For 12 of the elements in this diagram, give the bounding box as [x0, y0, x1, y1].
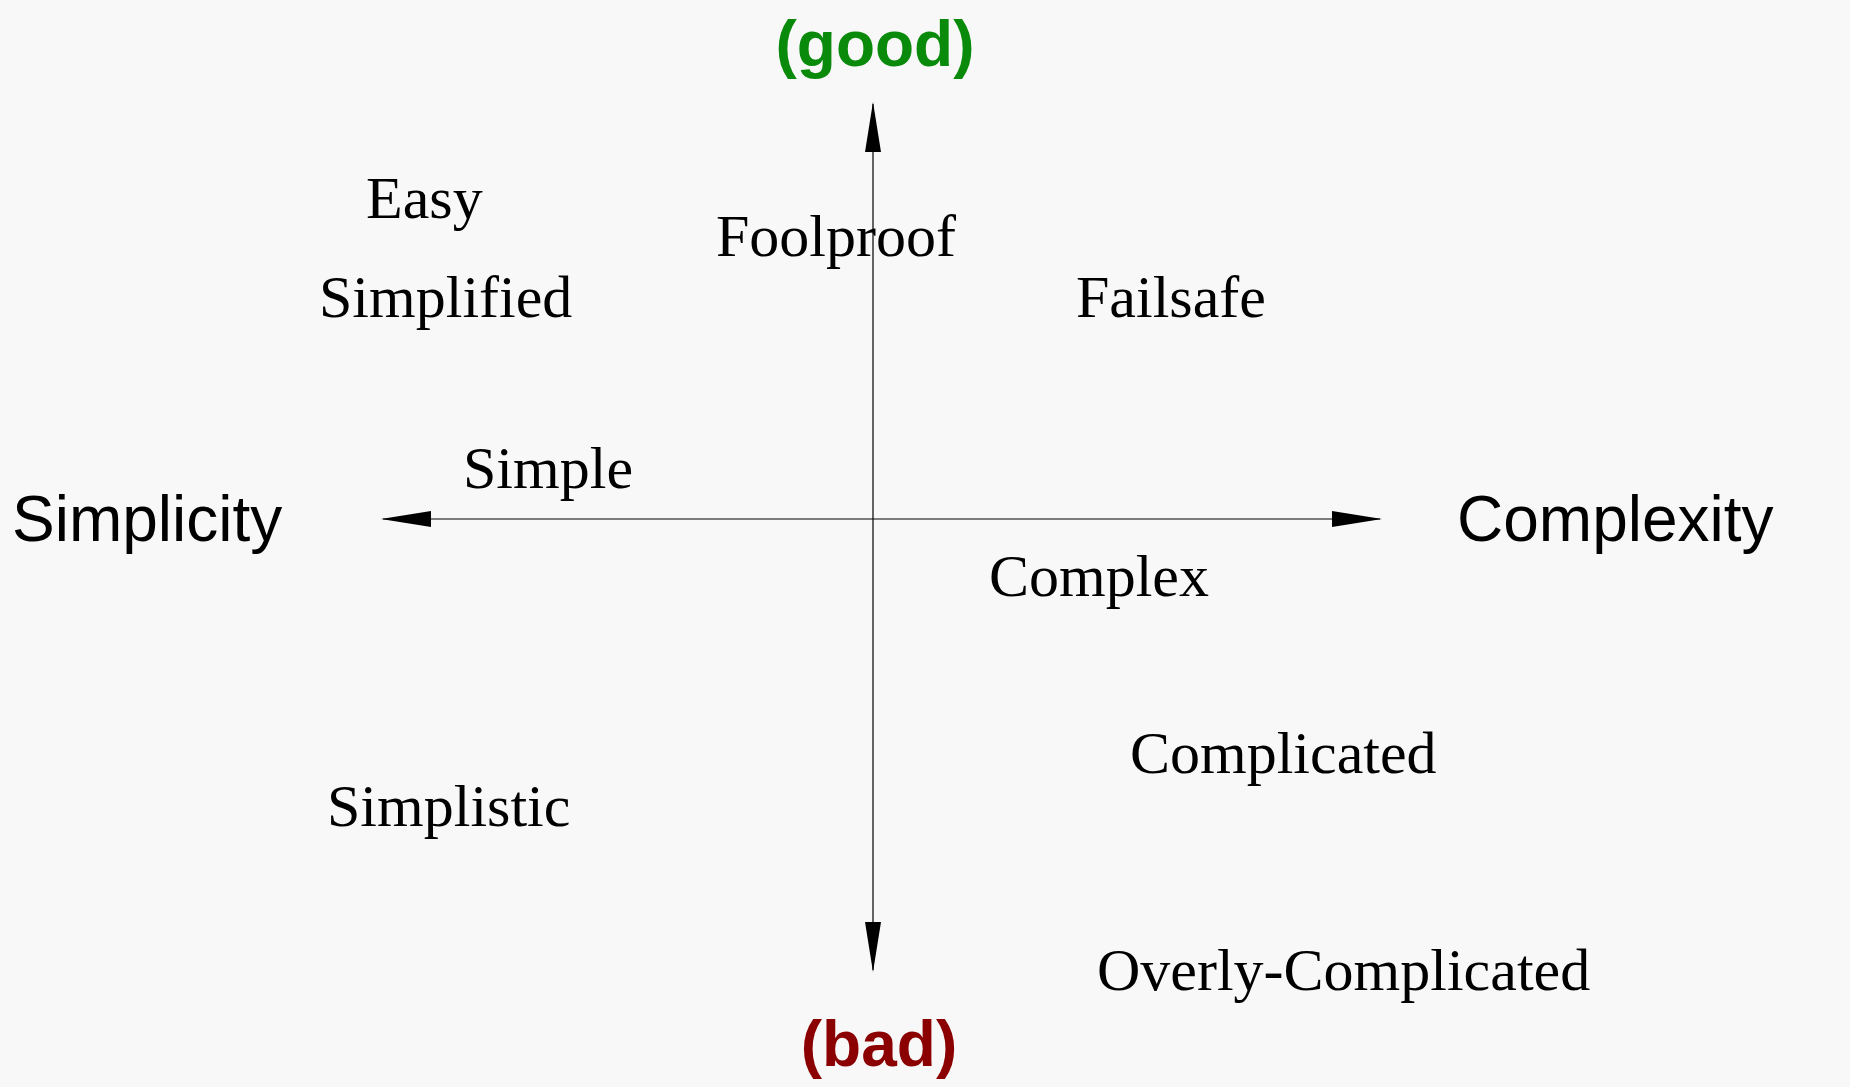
quadrant-term: Simplified [319, 264, 573, 330]
quadrant-term: Failsafe [1076, 264, 1266, 330]
quadrant-term: Overly-Complicated [1097, 937, 1591, 1003]
quadrant-term: Complex [989, 543, 1209, 609]
axis-label: (bad) [800, 1008, 958, 1080]
quadrant-term: Easy [366, 165, 483, 231]
axis-label: (good) [775, 8, 975, 80]
quadrant-term: Simple [463, 435, 633, 501]
quadrant-term: Complicated [1130, 720, 1437, 786]
axis-label: Simplicity [12, 483, 283, 555]
quadrant-term: Simplistic [327, 773, 571, 839]
axis-label: Complexity [1457, 483, 1774, 555]
